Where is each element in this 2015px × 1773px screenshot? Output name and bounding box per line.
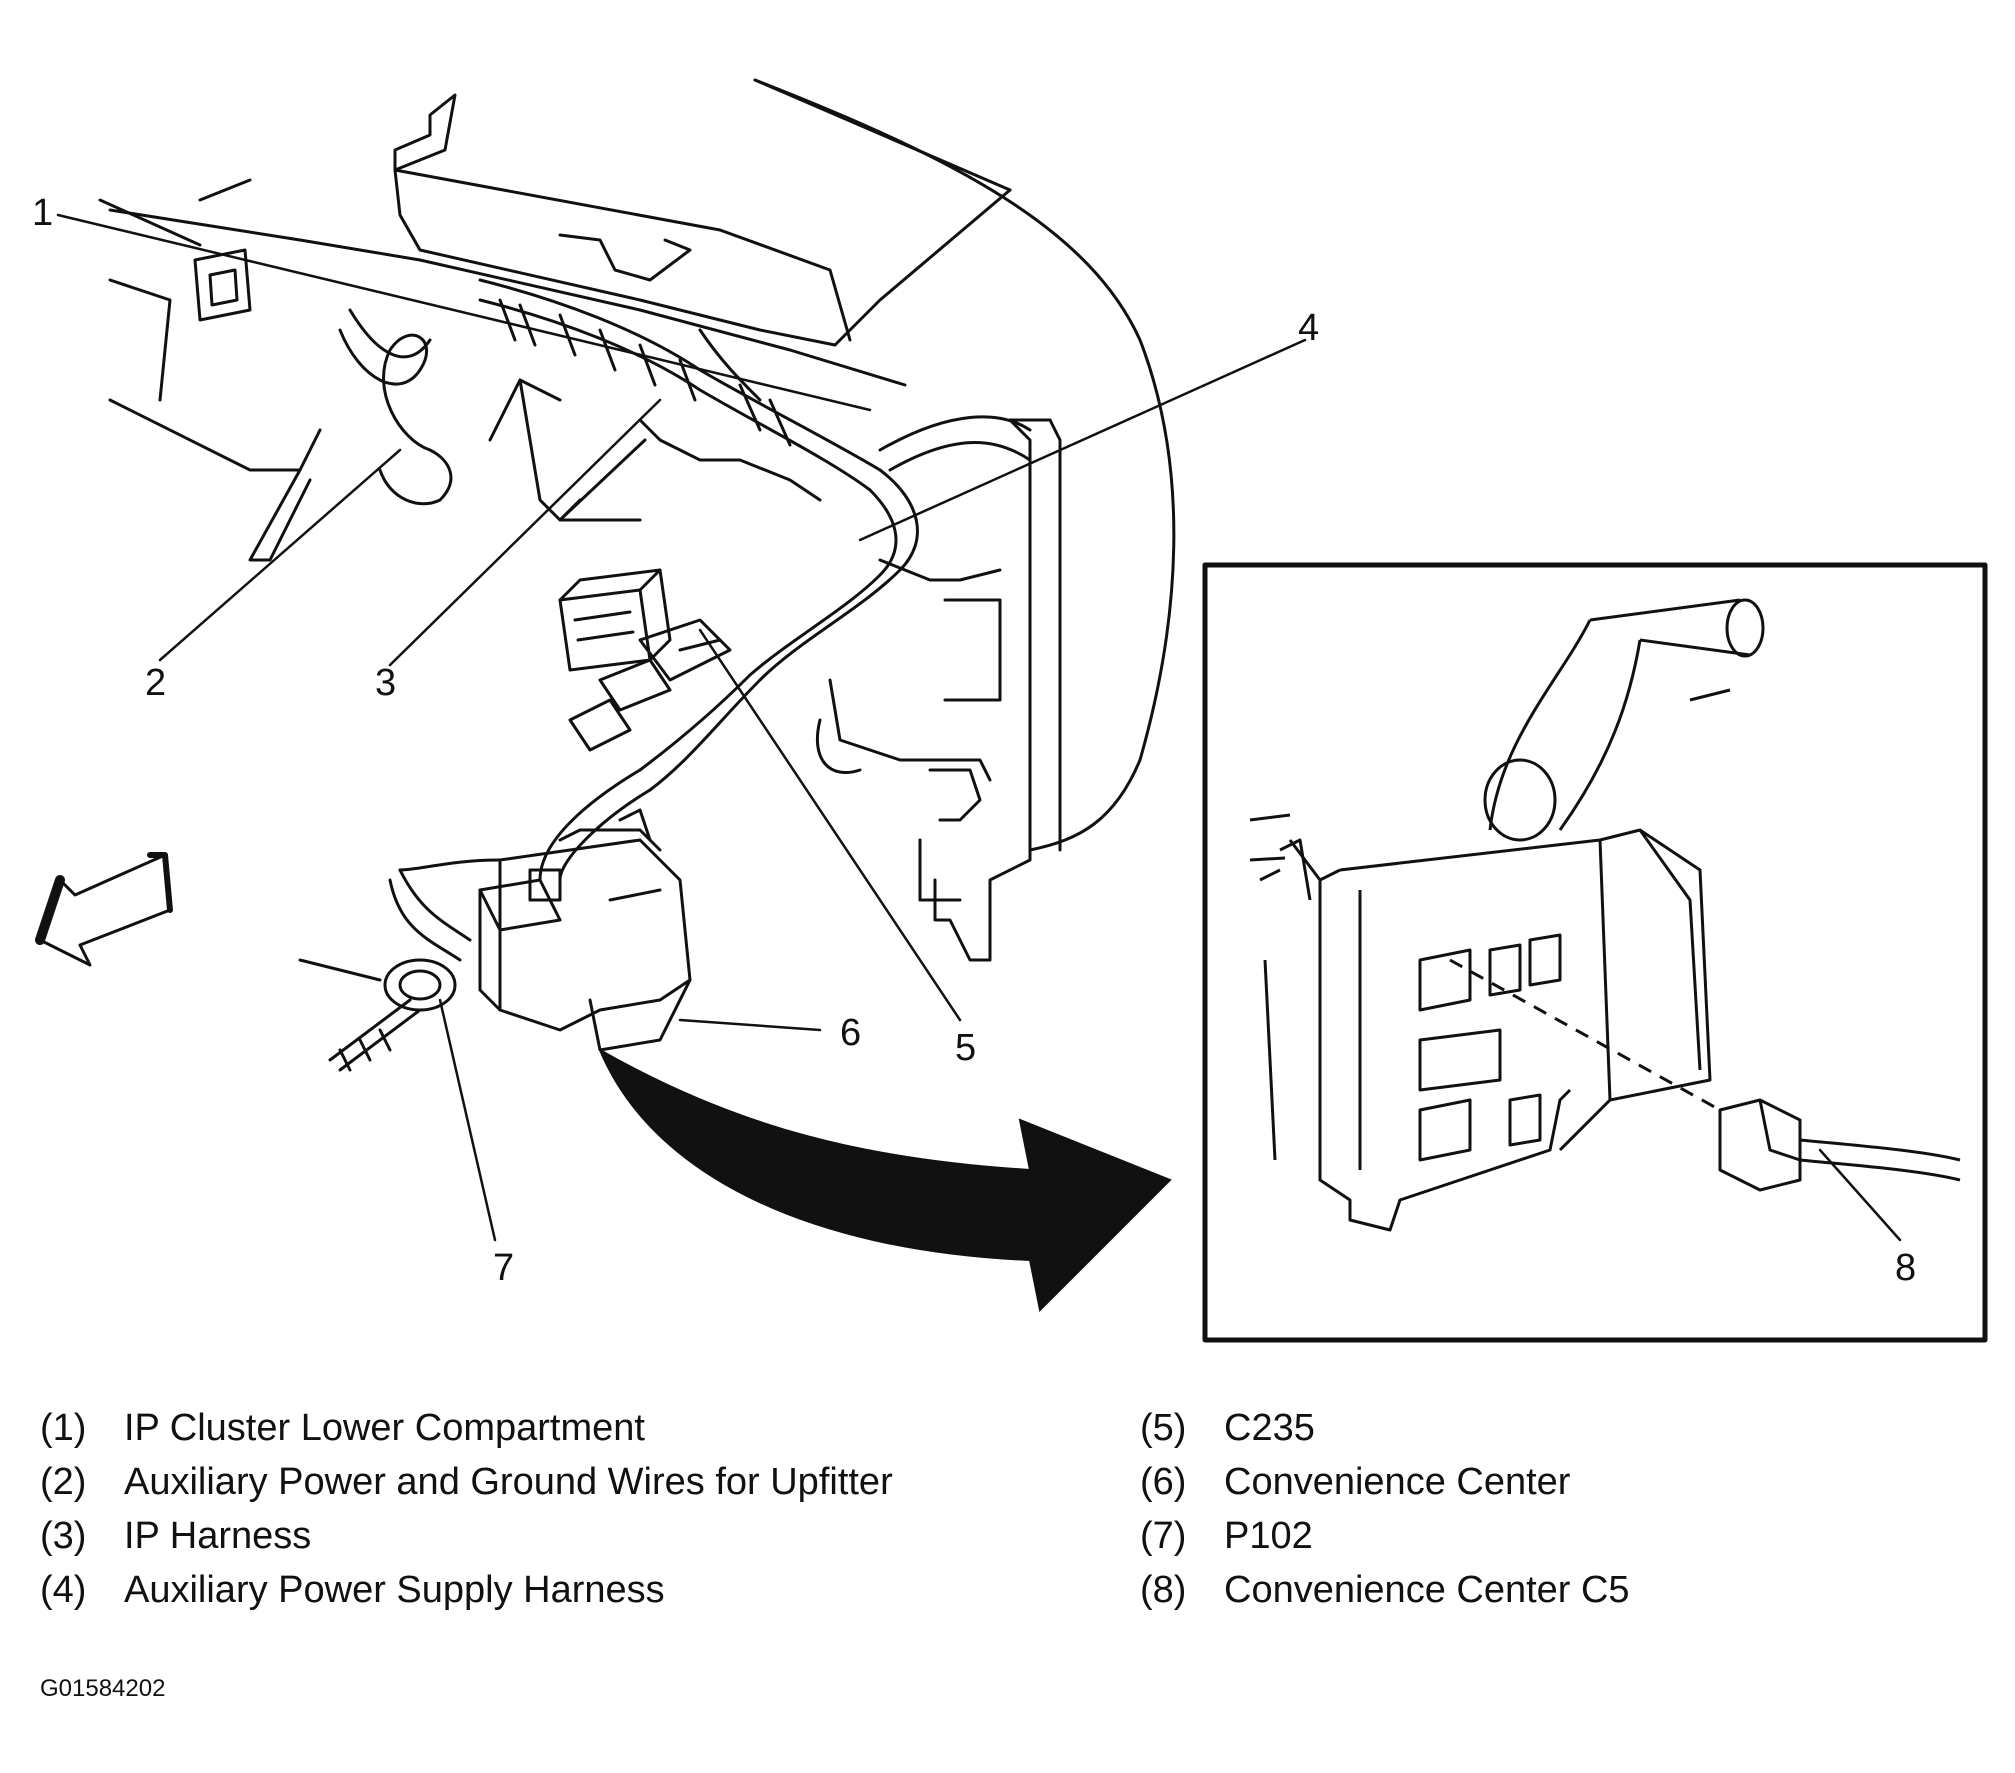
- forward-direction-arrow: [35, 852, 173, 967]
- legend-number: (5): [1140, 1407, 1187, 1449]
- legend-left: (1) IP Cluster Lower Compartment (2) Aux…: [40, 1405, 940, 1621]
- p102-grommet-illustration: [298, 858, 502, 1072]
- callout-leader-lines: [56, 213, 1902, 1242]
- legend-label: Auxiliary Power Supply Harness: [124, 1569, 665, 1611]
- legend-number: (4): [40, 1569, 87, 1611]
- legend-number: (7): [1140, 1515, 1187, 1557]
- legend-label: Convenience Center: [1224, 1461, 1571, 1503]
- callout-5: 5: [955, 1027, 976, 1069]
- legend-item-6: (6) Convenience Center: [1140, 1459, 1960, 1505]
- callout-2: 2: [145, 662, 166, 704]
- detail-inset: [1202, 562, 1988, 1343]
- legend-number: (8): [1140, 1569, 1187, 1611]
- legend-item-4: (4) Auxiliary Power Supply Harness: [40, 1567, 940, 1613]
- legend-item-3: (3) IP Harness: [40, 1513, 940, 1559]
- legend-item-5: (5) C235: [1140, 1405, 1960, 1451]
- callout-1: 1: [32, 192, 53, 234]
- legend-label: Auxiliary Power and Ground Wires for Upf…: [124, 1461, 893, 1503]
- legend-item-7: (7) P102: [1140, 1513, 1960, 1559]
- convenience-center-illustration: [478, 808, 692, 1052]
- legend-label: Convenience Center C5: [1224, 1569, 1630, 1611]
- relay-block-illustration: [558, 568, 672, 672]
- legend-label: P102: [1224, 1515, 1313, 1557]
- legend-number: (3): [40, 1515, 87, 1557]
- instrument-panel-illustration: [98, 78, 1176, 962]
- callout-7: 7: [493, 1247, 514, 1289]
- detail-pointer-arrow: [597, 1047, 1172, 1313]
- legend-label: IP Harness: [124, 1515, 312, 1557]
- callout-4: 4: [1298, 307, 1319, 349]
- legend-item-1: (1) IP Cluster Lower Compartment: [40, 1405, 940, 1451]
- c235-connector-illustration: [568, 618, 732, 752]
- callout-3: 3: [375, 662, 396, 704]
- legend-number: (1): [40, 1407, 87, 1449]
- figure-code: G01584202: [40, 1675, 166, 1702]
- legend-label: IP Cluster Lower Compartment: [124, 1407, 645, 1449]
- legend-label: C235: [1224, 1407, 1315, 1449]
- legend-number: (2): [40, 1461, 87, 1503]
- ip-harness-illustration: [478, 278, 1032, 902]
- legend-item-8: (8) Convenience Center C5: [1140, 1567, 1960, 1613]
- callout-8: 8: [1895, 1247, 1916, 1289]
- legend-right: (5) C235 (6) Convenience Center (7) P102…: [1140, 1405, 1960, 1621]
- callout-6: 6: [840, 1012, 861, 1054]
- callout-numbers: 1 2 3 4 5 6 7 8: [32, 192, 1916, 1289]
- auxiliary-wires-illustration: [338, 308, 453, 506]
- legend-item-2: (2) Auxiliary Power and Ground Wires for…: [40, 1459, 940, 1505]
- legend-number: (6): [1140, 1461, 1187, 1503]
